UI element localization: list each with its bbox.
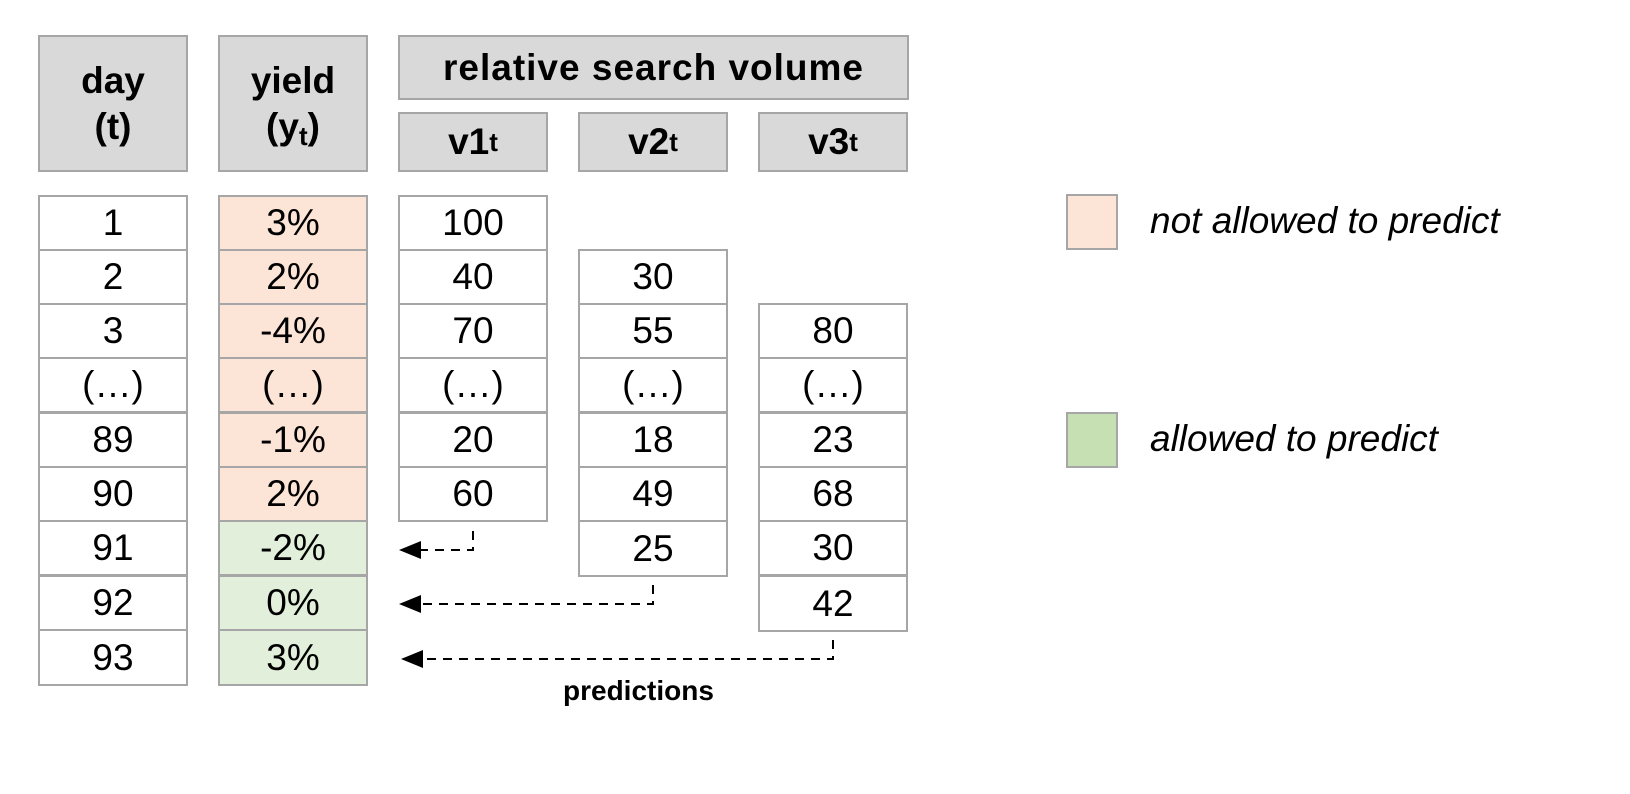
header-yield-y: (y	[266, 105, 299, 147]
v1-cell: 40	[398, 249, 548, 305]
v3-cell: 30	[758, 520, 908, 576]
header-day-line1: day	[81, 59, 145, 101]
yield-cell-allowed: 0%	[218, 575, 368, 631]
day-cell: 89	[38, 412, 188, 468]
day-cell: 91	[38, 520, 188, 576]
v2-cell: 18	[578, 412, 728, 468]
yield-cell-not-allowed: 2%	[218, 249, 368, 305]
v3-cell: 42	[758, 575, 908, 632]
header-v3-main: v3	[808, 121, 850, 162]
header-relative-search-volume: relative search volume	[398, 35, 909, 100]
header-yield-close: )	[307, 105, 320, 147]
yield-cell-not-allowed: -4%	[218, 303, 368, 359]
v1-cell: 60	[398, 466, 548, 522]
day-cell: (…)	[38, 357, 188, 413]
yield-cell-allowed: -2%	[218, 520, 368, 576]
header-yield-line1: yield	[250, 59, 336, 101]
header-day-line2: (t)	[94, 105, 132, 147]
yield-cell-not-allowed: 2%	[218, 466, 368, 522]
day-cell: 93	[38, 629, 188, 686]
yield-cell-allowed: 3%	[218, 629, 368, 686]
predictions-label: predictions	[563, 675, 714, 706]
header-day: day (t)	[38, 35, 188, 172]
legend-swatch-not-allowed	[1066, 194, 1118, 250]
legend-label-not-allowed: not allowed to predict	[1150, 200, 1500, 241]
v1-cell: 100	[398, 195, 548, 251]
day-cell: 90	[38, 466, 188, 522]
yield-cell-not-allowed: -1%	[218, 412, 368, 468]
header-yield-line2: (yt)	[266, 104, 320, 150]
v2-cell: 55	[578, 303, 728, 359]
v3-cell: 68	[758, 466, 908, 522]
legend-swatch-allowed	[1066, 412, 1118, 468]
v2-cell: 25	[578, 520, 728, 577]
header-v1-main: v1	[448, 121, 490, 162]
yield-cell-not-allowed: 3%	[218, 195, 368, 251]
header-v2-main: v2	[628, 121, 670, 162]
v3-cell: (…)	[758, 357, 908, 413]
legend-label-allowed: allowed to predict	[1150, 418, 1438, 459]
header-yield: yield (yt)	[218, 35, 368, 172]
arrow-v2-to-92	[399, 585, 654, 613]
v2-cell: 49	[578, 466, 728, 522]
day-cell: 2	[38, 249, 188, 305]
arrow-v3-to-93	[401, 640, 834, 668]
header-yield-sub: t	[298, 120, 308, 151]
arrow-v1-to-91	[399, 531, 474, 559]
